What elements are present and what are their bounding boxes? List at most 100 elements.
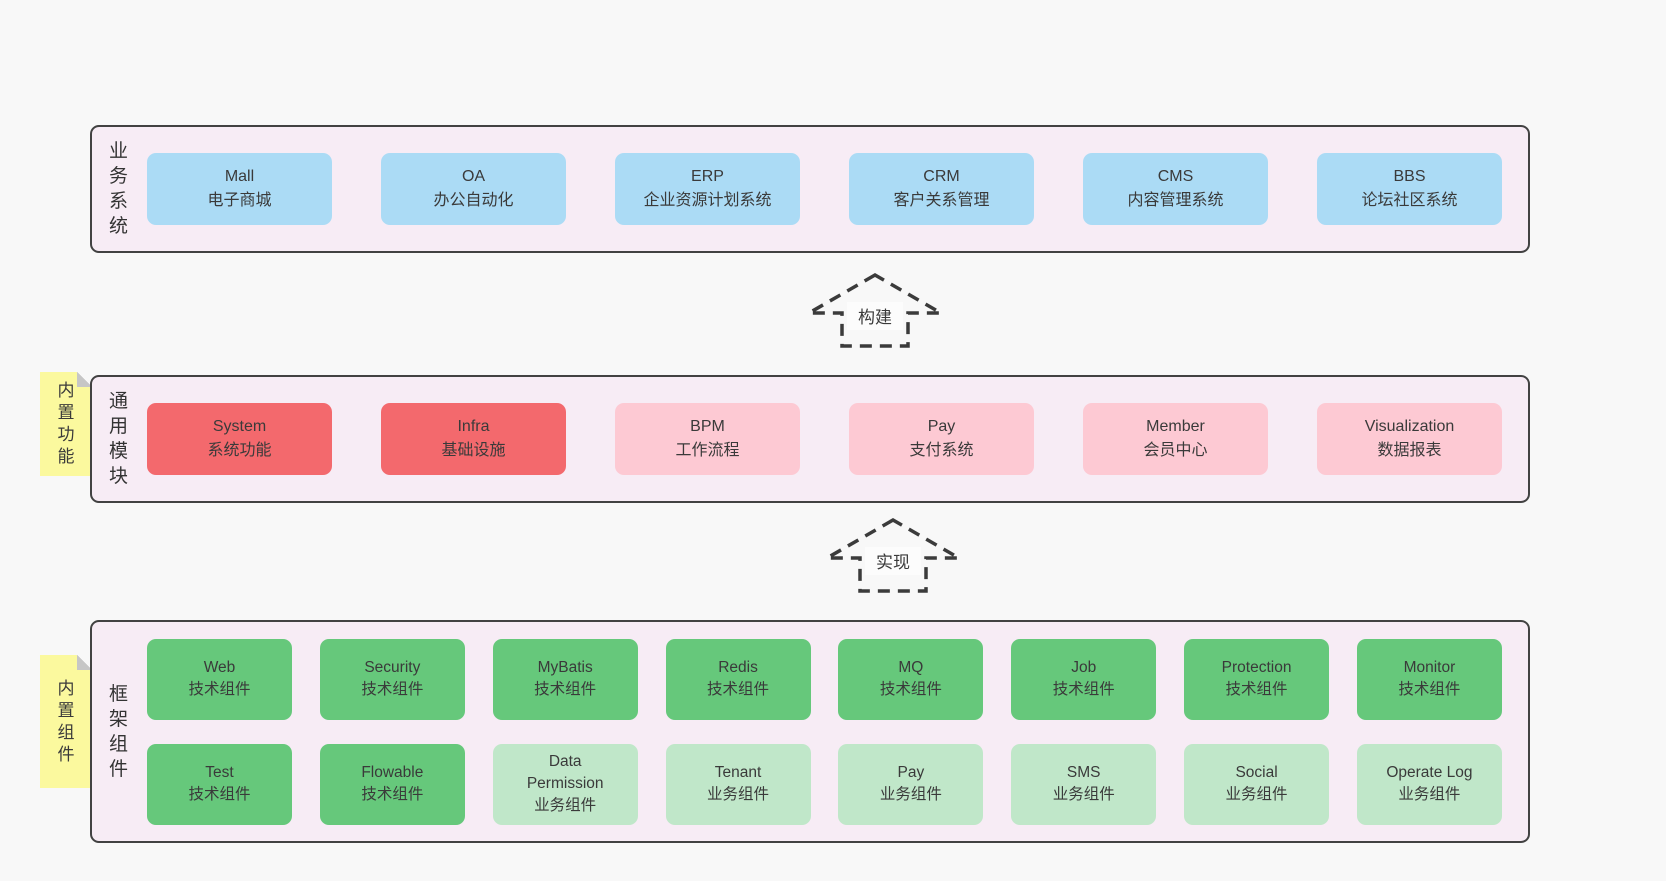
box-name: CRM	[923, 168, 960, 185]
box-name: Redis	[718, 659, 758, 676]
arrow-label: 构建	[858, 308, 892, 327]
box-social: Social 业务组件	[1184, 743, 1330, 825]
box-name: SMS	[1066, 764, 1101, 781]
sticky-note-built-in-components: 内置组件	[40, 655, 92, 788]
box-name: Security	[364, 659, 421, 676]
sticky-note-label: 内置组件	[57, 678, 75, 764]
box-pay: Pay 业务组件	[838, 743, 984, 825]
sticky-note-built-in-features: 内置功能	[40, 372, 92, 476]
box-desc: 支付系统	[909, 442, 974, 459]
box-name: Social	[1235, 764, 1278, 781]
box-infra: Infra 基础设施	[381, 403, 566, 475]
box-desc: 工作流程	[675, 442, 740, 459]
box-name: OA	[461, 168, 486, 185]
box-desc: 数据报表	[1377, 442, 1442, 459]
box-name: BPM	[690, 418, 725, 435]
box-name: Protection	[1221, 659, 1292, 676]
box-row: Mall 电子商城 OA 办公自动化 ERP 企业资源计划系统 CRM 客户关系管理 CMS 内容…	[147, 153, 1502, 225]
box-desc: 技术组件	[1398, 681, 1461, 698]
sticky-note-label: 内置功能	[57, 381, 75, 466]
folded-corner	[77, 372, 92, 387]
box-pay: Pay 支付系统	[849, 403, 1034, 475]
band-label-business-systems: 业务系统	[108, 141, 128, 237]
box-desc: 办公自动化	[433, 192, 514, 209]
box-name: MQ	[898, 659, 924, 676]
box-name: MyBatis	[537, 659, 593, 676]
box-name: Member	[1146, 418, 1205, 435]
box-bpm: BPM 工作流程	[615, 403, 800, 475]
arrow-label: 实现	[876, 553, 910, 572]
box-erp: ERP 企业资源计划系统	[615, 153, 800, 225]
box-name: Web	[203, 659, 236, 676]
box-name: CMS	[1157, 168, 1194, 185]
box-desc: 业务组件	[1398, 786, 1461, 803]
box-desc: 技术组件	[1225, 681, 1288, 698]
box-operate-log: Operate Log 业务组件	[1356, 743, 1502, 825]
box-visualization: Visualization 数据报表	[1317, 403, 1502, 475]
box-sms: SMS 业务组件	[1011, 743, 1157, 825]
box-name: Tenant	[714, 764, 762, 781]
box-mq: MQ 技术组件	[838, 638, 984, 720]
box-data-permission: Data Permission 业务组件	[492, 743, 638, 825]
box-desc: 内容管理系统	[1127, 192, 1224, 209]
band-content: Mall 电子商城 OA 办公自动化 ERP 企业资源计划系统 CRM 客户关系管理 CMS 内容…	[147, 127, 1502, 251]
box-desc: 论坛社区系统	[1361, 192, 1458, 209]
box-desc: 技术组件	[188, 786, 251, 803]
band-label-common-modules: 通用模块	[108, 391, 128, 487]
arrow-build: 构建	[805, 272, 945, 350]
box-name: Pay	[897, 764, 925, 781]
box-name: Data Permission	[526, 753, 604, 792]
arrow-up-icon: 实现	[823, 517, 963, 593]
band-label-framework-components: 框架组件	[108, 683, 128, 780]
box-desc: 技术组件	[534, 681, 597, 698]
box-desc: 客户关系管理	[893, 192, 990, 209]
box-desc: 技术组件	[361, 681, 424, 698]
box-desc: 电子商城	[207, 192, 272, 209]
box-desc: 技术组件	[879, 681, 942, 698]
band-business-systems: 业务系统 Mall 电子商城 OA 办公自动化 ERP 企业资源计划系统 CRM 客户关系管理…	[90, 125, 1530, 253]
box-mybatis: MyBatis 技术组件	[492, 638, 638, 720]
box-name: Pay	[927, 418, 956, 435]
box-desc: 技术组件	[707, 681, 770, 698]
arrow-implement: 实现	[823, 517, 963, 595]
box-desc: 企业资源计划系统	[643, 192, 772, 209]
box-name: Infra	[457, 418, 490, 435]
box-desc: 业务组件	[1225, 786, 1288, 803]
box-name: Operate Log	[1386, 764, 1473, 781]
box-desc: 技术组件	[1052, 681, 1115, 698]
box-desc: 业务组件	[879, 786, 942, 803]
box-desc: 基础设施	[441, 442, 506, 459]
box-desc: 业务组件	[1052, 786, 1115, 803]
box-desc: 技术组件	[361, 786, 424, 803]
box-oa: OA 办公自动化	[381, 153, 566, 225]
box-name: Visualization	[1364, 418, 1455, 435]
box-desc: 业务组件	[534, 797, 597, 814]
box-job: Job 技术组件	[1011, 638, 1157, 720]
box-name: ERP	[691, 168, 724, 185]
box-member: Member 会员中心	[1083, 403, 1268, 475]
box-bbs: BBS 论坛社区系统	[1317, 153, 1502, 225]
box-redis: Redis 技术组件	[665, 638, 811, 720]
box-protection: Protection 技术组件	[1184, 638, 1330, 720]
box-name: Mall	[224, 168, 255, 185]
box-security: Security 技术组件	[319, 638, 465, 720]
box-name: Job	[1071, 659, 1097, 676]
box-desc: 会员中心	[1143, 442, 1208, 459]
box-name: BBS	[1393, 168, 1426, 185]
box-crm: CRM 客户关系管理	[849, 153, 1034, 225]
box-name: System	[212, 418, 267, 435]
box-desc: 技术组件	[188, 681, 251, 698]
box-mall: Mall 电子商城	[147, 153, 332, 225]
box-name: Monitor	[1403, 659, 1456, 676]
